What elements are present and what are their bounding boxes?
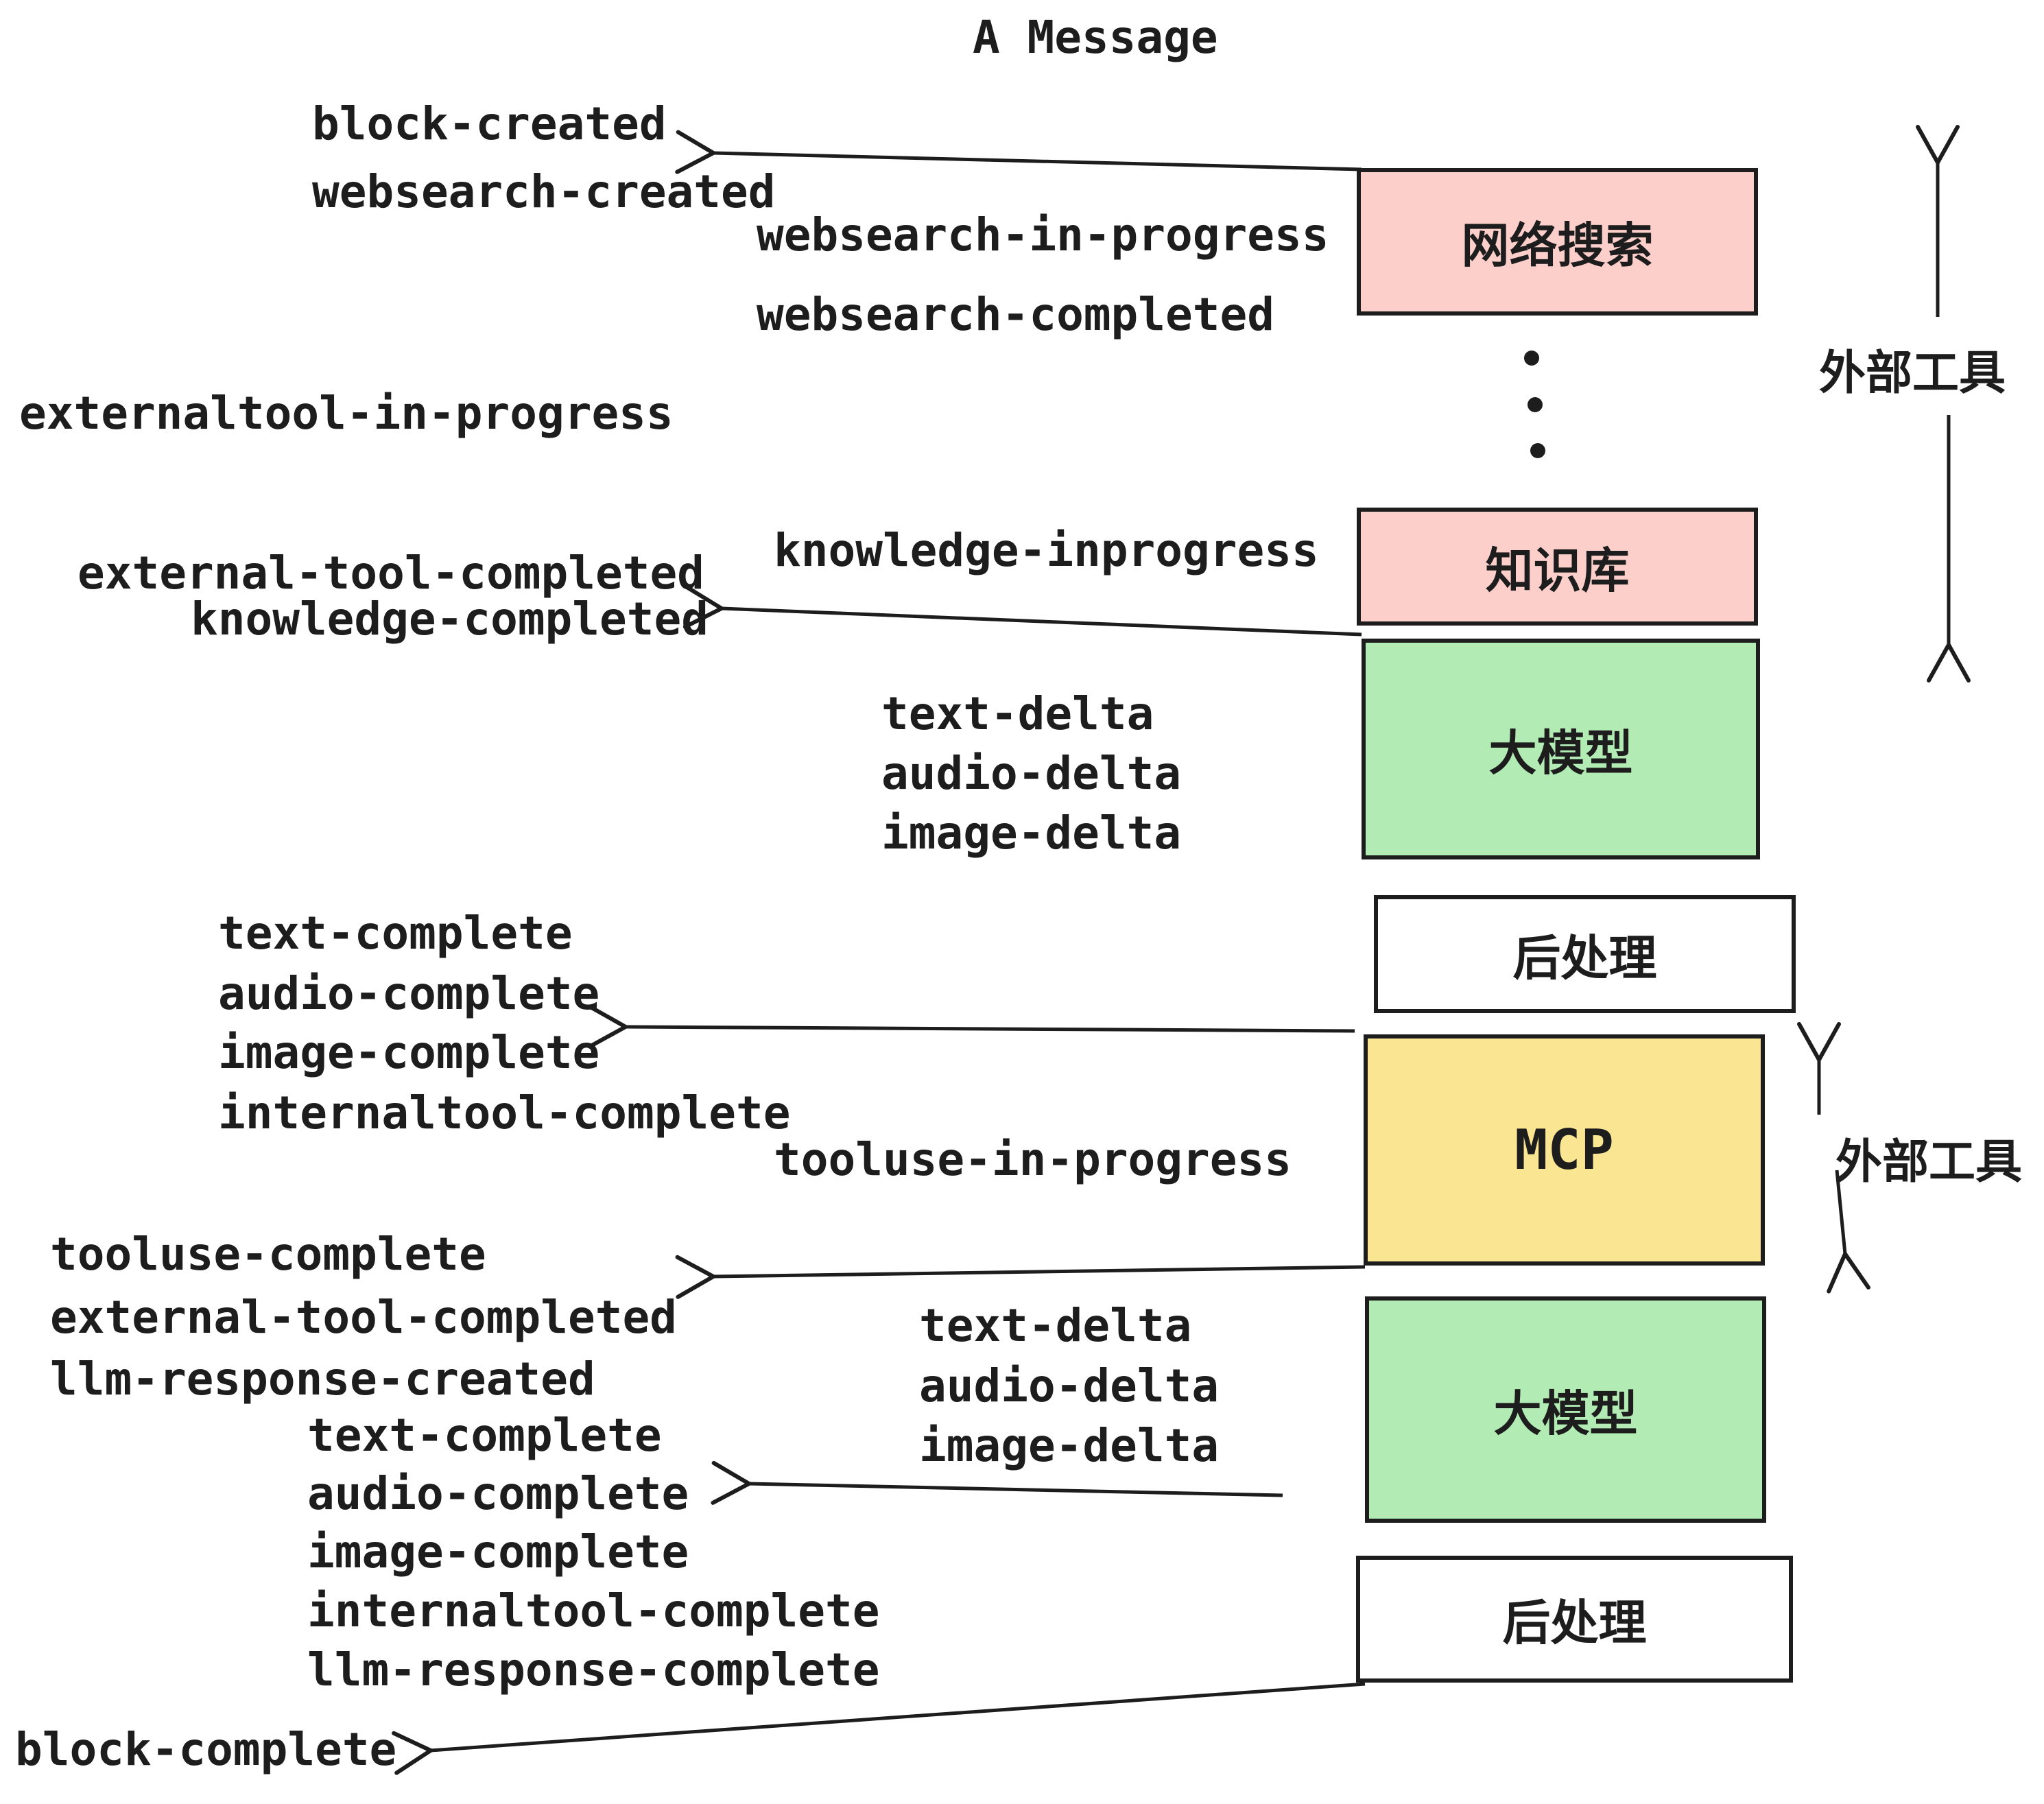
- event-websearch-in-progress: websearch-in-progress: [757, 209, 1329, 261]
- event-websearch-completed: websearch-completed: [757, 288, 1274, 341]
- event-block-created: block-created: [312, 97, 667, 150]
- event-audio-complete-2: audio-complete: [307, 1467, 689, 1520]
- event-llm-response-complete: llm-response-complete: [307, 1643, 880, 1696]
- event-text-complete-2: text-complete: [307, 1409, 662, 1462]
- external-tools-label-2: 外部工具: [1835, 1135, 2023, 1189]
- arrow-block-created-icon: [675, 130, 1362, 174]
- event-text-delta-2: text-delta: [919, 1299, 1192, 1352]
- event-audio-delta: audio-delta: [881, 747, 1182, 800]
- box-llm-1-label: 大模型: [1488, 724, 1633, 781]
- event-audio-complete: audio-complete: [218, 967, 600, 1020]
- arrow-knowledge-completed-icon: [682, 584, 1362, 637]
- box-llm-1: 大模型: [1362, 639, 1760, 859]
- event-knowledge-inprogress: knowledge-inprogress: [774, 524, 1319, 577]
- event-image-delta: image-delta: [881, 807, 1182, 859]
- vertical-ellipsis-icon: [1524, 351, 1545, 458]
- box-mcp-label: MCP: [1514, 1118, 1614, 1182]
- external-tools-down-arrow-2-icon: [1827, 1170, 1870, 1294]
- event-internaltool-complete-2: internaltool-complete: [307, 1585, 880, 1637]
- external-tools-label-1: 外部工具: [1819, 346, 2006, 401]
- event-tooluse-complete: tooluse-complete: [50, 1228, 486, 1281]
- arrow-audio-complete-icon: [711, 1460, 1283, 1505]
- box-postprocess-2-label: 后处理: [1502, 1595, 1647, 1651]
- event-image-complete: image-complete: [218, 1026, 600, 1079]
- event-internaltool-complete: internaltool-complete: [218, 1087, 791, 1139]
- event-websearch-created: websearch-created: [312, 165, 776, 218]
- box-knowledge-label: 知识库: [1485, 542, 1630, 599]
- event-image-complete-2: image-complete: [307, 1526, 689, 1578]
- box-mcp: MCP: [1364, 1034, 1765, 1266]
- arrow-block-complete-icon: [392, 1682, 1366, 1775]
- event-external-tool-completed-2: external-tool-completed: [50, 1291, 677, 1344]
- box-llm-2: 大模型: [1365, 1296, 1766, 1523]
- event-block-complete: block-complete: [15, 1723, 397, 1776]
- event-external-tool-completed: external-tool-completed: [78, 547, 704, 600]
- event-text-delta: text-delta: [881, 687, 1154, 740]
- box-websearch: 网络搜索: [1357, 168, 1758, 316]
- event-text-complete: text-complete: [218, 907, 573, 960]
- box-postprocess-1: 后处理: [1374, 895, 1796, 1013]
- event-audio-delta-2: audio-delta: [919, 1360, 1220, 1412]
- event-tooluse-in-progress: tooluse-in-progress: [774, 1133, 1292, 1186]
- box-websearch-label: 网络搜索: [1461, 217, 1654, 274]
- box-knowledge-base: 知识库: [1357, 508, 1758, 626]
- box-postprocess-2: 后处理: [1356, 1556, 1793, 1683]
- box-postprocess-1-label: 后处理: [1512, 929, 1657, 986]
- arrow-image-complete-icon: [587, 1004, 1355, 1049]
- arrow-tooluse-complete-icon: [675, 1255, 1366, 1299]
- event-llm-response-created: llm-response-created: [50, 1353, 595, 1405]
- box-llm-2-label: 大模型: [1493, 1385, 1638, 1442]
- event-image-delta-2: image-delta: [919, 1419, 1220, 1472]
- event-knowledge-completed: knowledge-completed: [191, 593, 709, 645]
- page-title: A Message: [973, 11, 1218, 64]
- event-externaltool-in-progress: externaltool-in-progress: [19, 387, 674, 440]
